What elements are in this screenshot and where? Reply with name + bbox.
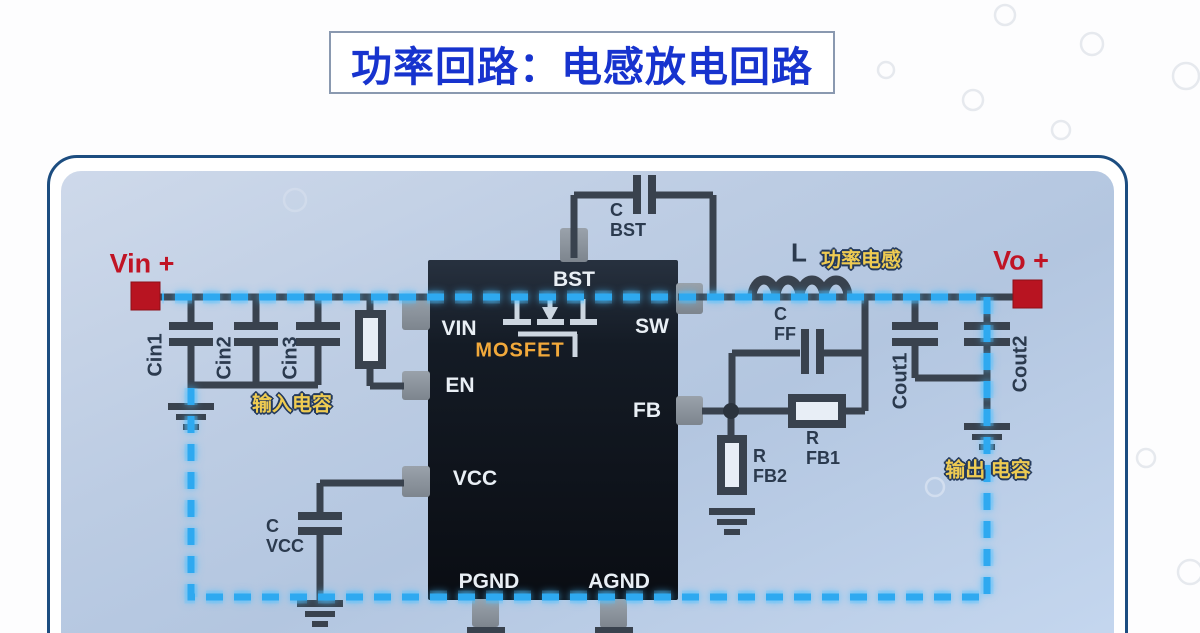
page-title: 功率回路：电感放电回路 xyxy=(351,43,813,90)
chip-label-agnd: AGND xyxy=(588,570,650,593)
vin-label: Vin + xyxy=(109,248,175,279)
chip-label-sw: SW xyxy=(635,315,669,338)
cout2-label: Cout2 xyxy=(1009,335,1032,393)
pin-vcc xyxy=(402,466,430,497)
cbst-label: C BST xyxy=(610,200,646,241)
input-capacitor-annotation: 输入电容 xyxy=(252,393,332,416)
rfb1-label: R FB1 xyxy=(806,428,841,469)
cvcc-label: C VCC xyxy=(266,516,305,557)
pin-pgnd xyxy=(472,599,499,627)
chip-label-bst: BST xyxy=(553,268,595,291)
chip-label-en: EN xyxy=(445,374,475,397)
discharge-loop-dash xyxy=(162,293,991,601)
cout1-label: Cout1 xyxy=(889,352,912,410)
cff-label: C FF xyxy=(774,304,796,345)
chip-label-vin: VIN xyxy=(441,317,477,340)
chip-label-pgnd: PGND xyxy=(458,570,520,593)
ground-cvcc xyxy=(297,600,343,627)
cbst-capacitor xyxy=(633,175,656,214)
cin3-label: Cin3 xyxy=(279,336,302,380)
pin-vin xyxy=(402,295,430,330)
fb-junction-dot xyxy=(723,403,739,419)
chip-label-fb: FB xyxy=(633,399,661,422)
mosfet-symbol xyxy=(503,299,597,357)
en-resistor xyxy=(355,310,386,369)
pin-agnd xyxy=(600,599,627,628)
chip-label-vcc: VCC xyxy=(452,467,498,490)
title-box: 功率回路：电感放电回路 xyxy=(329,31,835,94)
cbst-leads xyxy=(570,191,717,294)
power-inductor-annotation: 功率电感 xyxy=(821,249,901,272)
pin-en xyxy=(402,371,430,400)
vin-terminal xyxy=(130,281,161,311)
ic-chip xyxy=(428,260,678,600)
cout1-leads xyxy=(911,297,987,382)
cin1-capacitor xyxy=(169,322,213,346)
cvcc-leads xyxy=(316,479,404,600)
discharge-loop xyxy=(162,290,994,604)
resistors xyxy=(355,310,846,495)
vo-terminal xyxy=(1012,279,1043,309)
ground-rfb2 xyxy=(709,508,755,535)
cin2-capacitor xyxy=(234,322,278,346)
cin1-label: Cin1 xyxy=(144,333,167,377)
inductor-label: L xyxy=(791,237,807,268)
fb-node-leads xyxy=(702,294,869,438)
output-capacitor-annotation: 输出 电容 xyxy=(945,459,1031,482)
rfb2-label: R FB2 xyxy=(753,446,788,487)
mosfet-label: MOSFET xyxy=(475,339,565,362)
vo-label: Vo + xyxy=(993,245,1049,276)
ground-pgnd xyxy=(467,627,505,633)
cout1-capacitor xyxy=(892,322,938,346)
cin2-label: Cin2 xyxy=(213,336,236,380)
rfb2-resistor xyxy=(717,435,747,495)
cin3-capacitor xyxy=(296,322,340,346)
pin-fb xyxy=(676,396,703,425)
bokeh-circles xyxy=(282,3,1200,586)
cff-leads xyxy=(728,349,865,411)
cff-capacitor xyxy=(801,329,824,374)
rfb1-resistor xyxy=(788,394,846,428)
cvcc-capacitor xyxy=(298,512,342,535)
ground-agnd xyxy=(595,627,633,633)
